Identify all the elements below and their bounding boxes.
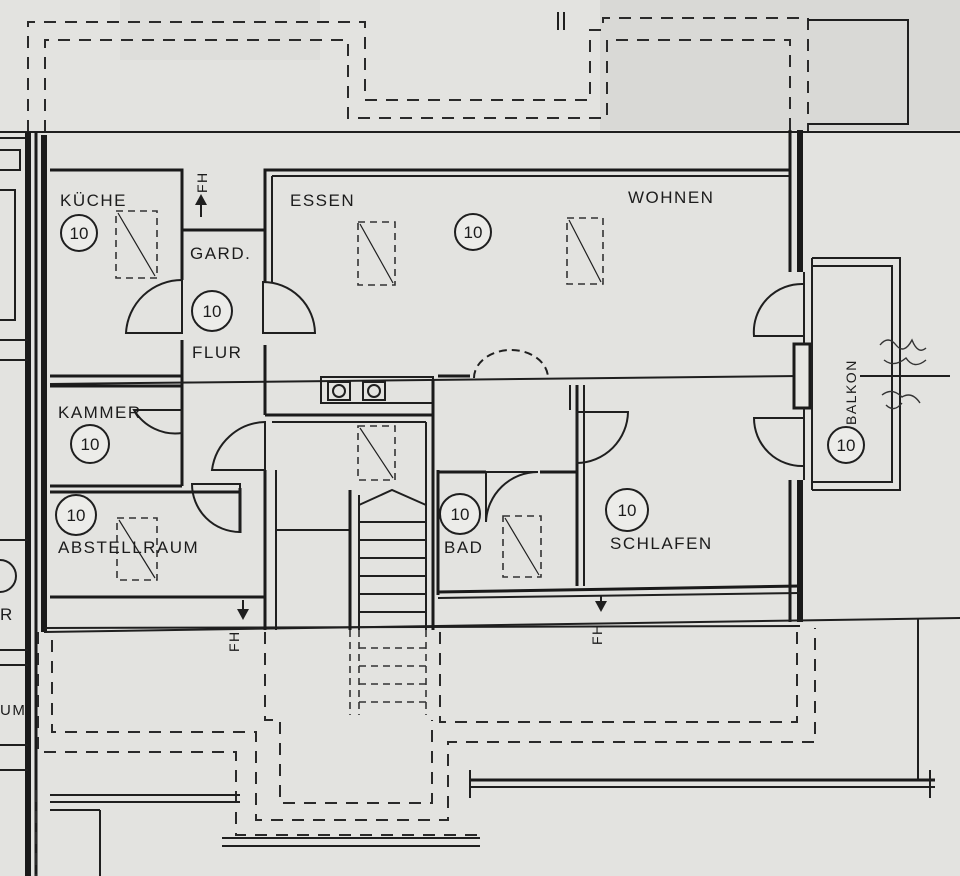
- skylight-kueche: [115, 210, 158, 279]
- label-bad: BAD: [444, 538, 483, 557]
- skylight-abstellraum: [116, 517, 158, 581]
- marker-flur: [191, 290, 233, 332]
- marker-kammer-number: 10: [81, 435, 100, 454]
- marker-balkon-number: 10: [837, 436, 856, 455]
- fh-marker-right: FH: [589, 596, 607, 645]
- room-abstellraum: 10 ABSTELLRAUM: [50, 483, 265, 599]
- skylight-essen: [357, 221, 396, 286]
- room-flur: 10 FLUR: [124, 278, 317, 362]
- marker-abstellraum-number: 10: [67, 506, 86, 525]
- fh-marker-top: FH: [194, 171, 210, 217]
- marker-wohnen: [454, 213, 492, 251]
- fh-label-right: FH: [589, 623, 605, 645]
- marker-schlafen-number: 10: [618, 501, 637, 520]
- marker-balkon: [827, 426, 865, 464]
- center-dividing-line: [49, 375, 801, 385]
- label-kammer: KAMMER: [58, 403, 142, 422]
- room-essen-wohnen: ESSEN WOHNEN 10: [263, 168, 790, 415]
- stair-core: [210, 376, 435, 715]
- shaded-area-top: [120, 0, 320, 60]
- label-wohnen: WOHNEN: [628, 188, 714, 207]
- label-flur: FLUR: [192, 343, 242, 362]
- room-bad: 10 BAD: [436, 385, 579, 595]
- label-gard: GARD.: [190, 244, 251, 263]
- marker-flur-number: 10: [203, 302, 222, 321]
- room-kueche: KÜCHE 10: [50, 168, 265, 386]
- marker-abstellraum: [55, 494, 97, 536]
- label-kueche: KÜCHE: [60, 191, 127, 210]
- fh-marker-left: FH: [226, 600, 249, 652]
- marker-bad: [439, 493, 481, 535]
- label-essen: ESSEN: [290, 191, 355, 210]
- fh-label-left: FH: [226, 630, 242, 652]
- marker-bad-number: 10: [451, 505, 470, 524]
- outer-walls: [41, 130, 960, 633]
- roof-outline-top: [27, 12, 909, 132]
- label-schlafen: SCHLAFEN: [610, 534, 713, 553]
- label-balkon: BALKON: [843, 359, 859, 425]
- marker-wohnen-number: 10: [464, 223, 483, 242]
- fh-label-top: FH: [194, 171, 210, 193]
- marker-kammer: [70, 424, 110, 464]
- label-abstellraum: ABSTELLRAUM: [58, 538, 199, 557]
- balcony: BALKON 10: [752, 257, 950, 491]
- plant-symbol: [879, 338, 927, 410]
- room-schlafen: 10 SCHLAFEN: [437, 385, 801, 599]
- marker-schlafen: [605, 488, 649, 532]
- edge-label-um: UM: [0, 702, 26, 719]
- room-kammer: KAMMER 10: [50, 384, 184, 488]
- shaded-area-top-right: [600, 0, 960, 130]
- roof-outline-bottom: [35, 618, 935, 876]
- marker-kueche-number: 10: [70, 224, 89, 243]
- marker-kueche: [60, 214, 98, 252]
- edge-label-r: R: [0, 605, 14, 624]
- left-neighbor-walls: [0, 132, 38, 876]
- skylight-wohnen: [566, 217, 604, 285]
